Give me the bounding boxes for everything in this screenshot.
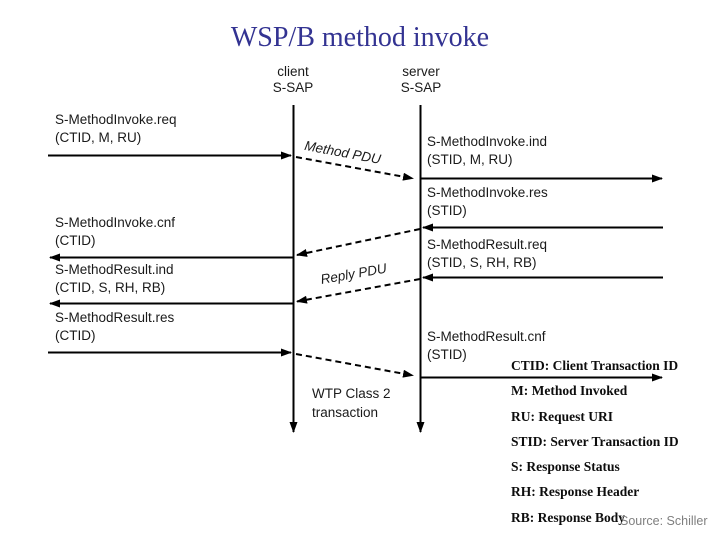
event-label-methodresult-cnf: S-MethodResult.cnf (STID): [427, 328, 546, 364]
event-params: (STID, M, RU): [427, 152, 513, 167]
legend-item-rb: RB: Response Body: [511, 509, 626, 525]
reply-pdu-arrow-2: [296, 278, 421, 304]
event-label-methodinvoke-res: S-MethodInvoke.res (STID): [427, 184, 548, 220]
legend-item-rh: RH: Response Header: [511, 484, 640, 500]
event-label-methodresult-ind: S-MethodResult.ind (CTID, S, RH, RB): [55, 261, 174, 297]
event-name: S-MethodResult.res: [55, 310, 175, 325]
event-name: S-MethodResult.ind: [55, 262, 174, 277]
event-params: (STID, S, RH, RB): [427, 255, 537, 270]
event-name: S-MethodInvoke.res: [427, 185, 548, 200]
wtp-transaction-note: WTP Class 2 transaction: [312, 384, 391, 422]
legend-item-m: M: Method Invoked: [511, 383, 628, 399]
wtp-note-line2: transaction: [312, 405, 379, 420]
event-label-methodinvoke-ind: S-MethodInvoke.ind (STID, M, RU): [427, 133, 547, 169]
client-role-label: client: [277, 64, 309, 79]
server-sap-label: S-SAP: [400, 80, 442, 95]
reply-pdu-arrow-3: [295, 353, 414, 378]
event-name: S-MethodResult.req: [427, 237, 548, 252]
event-name: S-MethodInvoke.ind: [427, 134, 548, 149]
slide-title: WSP/B method invoke: [230, 22, 490, 53]
event-label-methodresult-req: S-MethodResult.req (STID, S, RH, RB): [427, 236, 547, 272]
legend-item-s: S: Response Status: [511, 459, 620, 475]
wtp-note-line1: WTP Class 2: [312, 386, 391, 401]
event-params: (STID): [427, 347, 467, 362]
server-column-header: server S-SAP: [376, 64, 466, 96]
event-params: (CTID, S, RH, RB): [55, 280, 166, 295]
event-label-methodinvoke-cnf: S-MethodInvoke.cnf (CTID): [55, 214, 175, 250]
server-role-label: server: [402, 64, 440, 79]
event-params: (CTID): [55, 328, 96, 343]
event-name: S-MethodInvoke.cnf: [55, 215, 176, 230]
event-params: (STID): [427, 203, 467, 218]
source-note: Source: Schiller: [620, 514, 708, 528]
event-name: S-MethodInvoke.req: [55, 112, 177, 127]
client-sap-label: S-SAP: [272, 80, 314, 95]
legend: CTID: Client Transaction ID M: Method In…: [511, 356, 679, 533]
legend-item-ctid: CTID: Client Transaction ID: [511, 358, 679, 373]
event-label-methodinvoke-req: S-MethodInvoke.req (CTID, M, RU): [55, 111, 177, 147]
event-label-methodresult-res: S-MethodResult.res (CTID): [55, 309, 174, 345]
client-column-header: client S-SAP: [248, 64, 338, 96]
legend-item-ru: RU: Request URI: [511, 408, 613, 424]
event-name: S-MethodResult.cnf: [427, 329, 546, 344]
legend-item-stid: STID: Server Transaction ID: [511, 433, 679, 449]
event-params: (CTID): [55, 233, 96, 248]
event-params: (CTID, M, RU): [55, 130, 142, 145]
reply-pdu-arrow-1: [296, 228, 421, 257]
